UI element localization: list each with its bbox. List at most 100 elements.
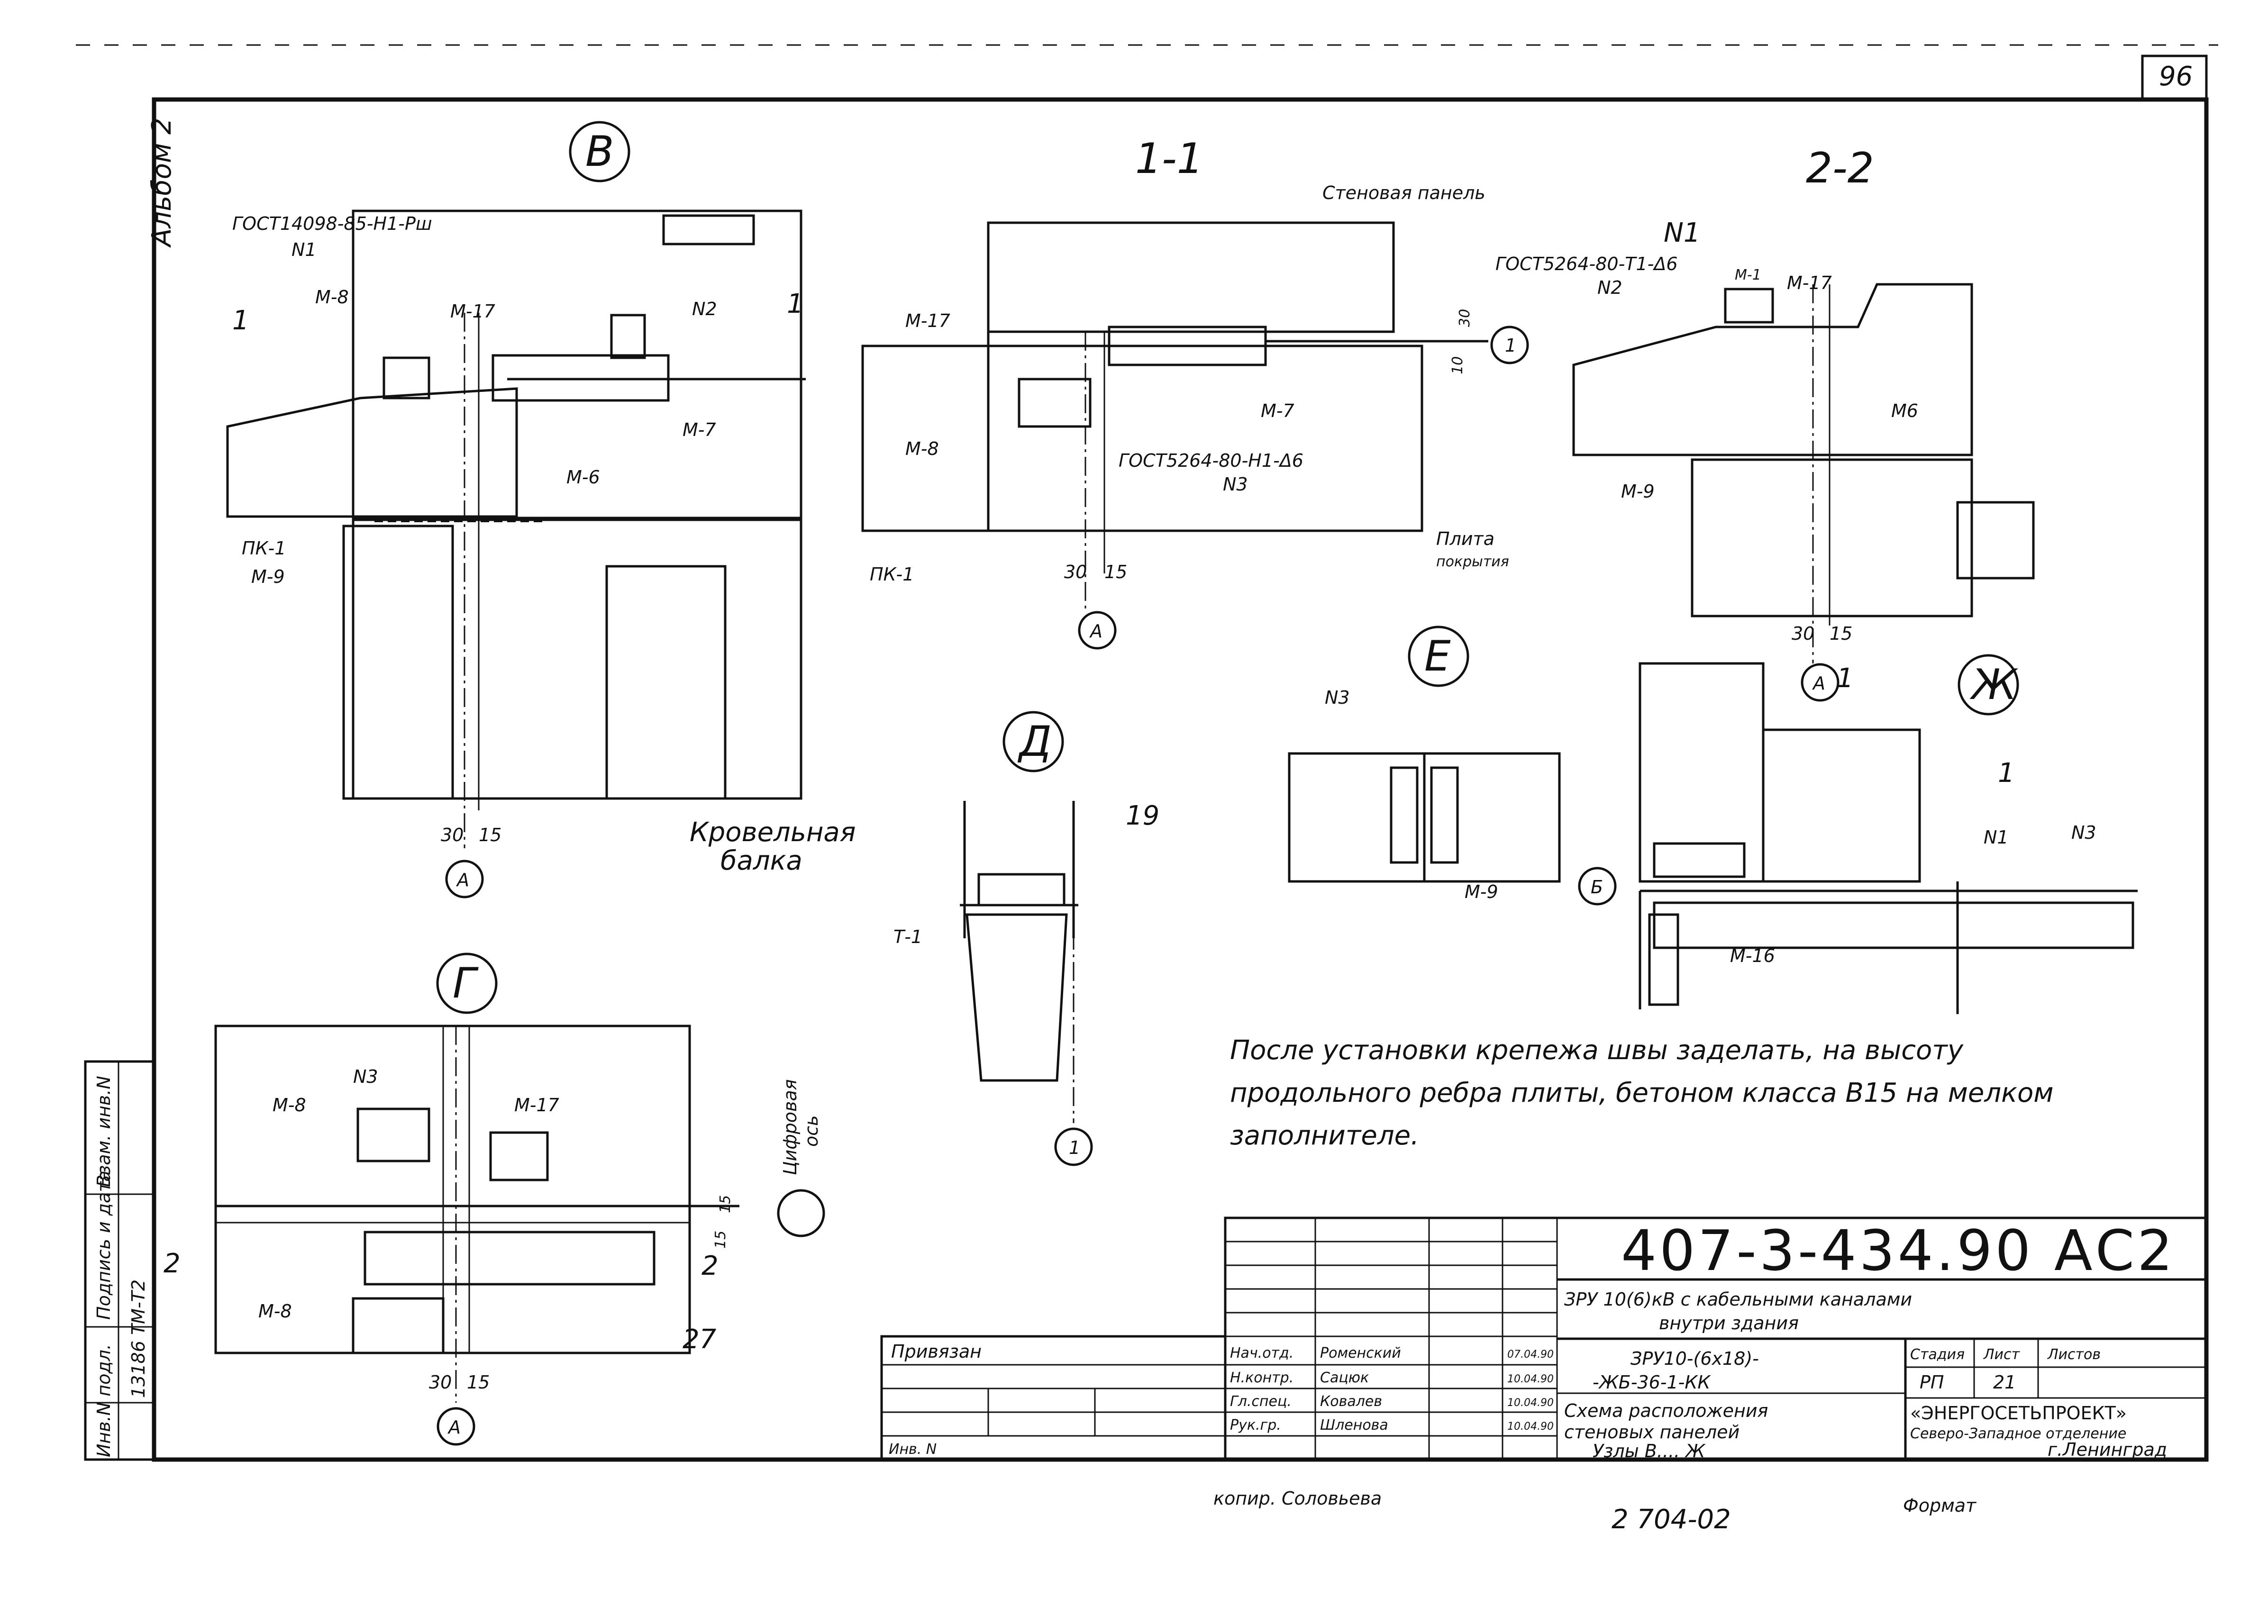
detail-v: [226, 121, 806, 898]
section-11-slab-1: Плита: [1436, 528, 1494, 549]
note-line-2: продольного ребра плиты, бетоном класса …: [1230, 1078, 2053, 1108]
section-11: [861, 221, 1529, 650]
detail-v-m9: М-9: [251, 566, 285, 587]
detail-zh: [1578, 654, 2138, 1014]
staff-name-1: Сацюк: [1320, 1370, 1369, 1386]
section-11-wall-panel: Стеновая панель: [1322, 182, 1485, 203]
detail-g-m8-top: М-8: [273, 1095, 306, 1116]
section-11-gost-2: N3: [1223, 474, 1248, 495]
staff-date-1: 10.04.90: [1507, 1373, 1554, 1385]
detail-zh-1b: 1: [1998, 758, 2015, 789]
title-sheet-label: Лист: [1983, 1346, 2021, 1363]
section-22-dim-a: 30: [1792, 623, 1814, 644]
title-org-3: г.Ленинград: [2048, 1439, 2167, 1460]
detail-g-dim-a: 30: [429, 1372, 452, 1393]
detail-d-t1: Т-1: [893, 926, 922, 947]
detail-zh-axis-b: Б: [1591, 877, 1603, 898]
section-22-dim-b: 15: [1830, 623, 1852, 644]
section-11-gost-1: ГОСТ5264-80-Н1-Δ6: [1119, 450, 1303, 471]
staff-date-2: 10.04.90: [1507, 1397, 1554, 1409]
detail-v-marker: [569, 121, 630, 182]
side-stamp-replace: Взам. инв.N: [93, 1076, 114, 1187]
title-sheet-number: 21: [1993, 1372, 2016, 1393]
title-object-1: ЗРУ10-(6х18)-: [1630, 1348, 1759, 1369]
detail-zh-m16: М-16: [1730, 945, 1775, 966]
detail-g-dim-b: 15: [467, 1372, 490, 1393]
detail-e-n3: N3: [1325, 687, 1350, 708]
detail-v-beam-1: Кровельная: [690, 817, 856, 848]
detail-e-mark: Е: [1424, 632, 1451, 680]
section-11-axis: А: [1089, 621, 1102, 642]
title-object-2: -ЖБ-36-1-КК: [1593, 1372, 1711, 1393]
staff-name-2: Ковалев: [1320, 1393, 1382, 1410]
title-inv-label: Инв. N: [889, 1441, 937, 1458]
copied-by: копир. Соловьева: [1213, 1488, 1382, 1509]
section-22-title: 2-2: [1806, 144, 1874, 192]
section-11-slab-2: покрытия: [1436, 553, 1509, 570]
title-stage-label: Стадия: [1910, 1346, 1965, 1363]
detail-zh-mark: Ж: [1969, 660, 2018, 709]
detail-d: [960, 711, 1093, 1166]
detail-e: [1288, 626, 1561, 883]
side-stamp-inv-value: 13186 ТМ-Т2: [128, 1279, 149, 1398]
detail-v-m7: М-7: [683, 419, 716, 440]
detail-v-m17: М-17: [450, 301, 495, 322]
side-stamp-signature: Подпись и дата: [93, 1170, 114, 1320]
detail-v-beam-2: балка: [720, 845, 802, 876]
section-11-dim-b: 15: [1104, 562, 1127, 582]
section-22-gost-2: N2: [1597, 277, 1622, 298]
side-stamp: [84, 1060, 155, 1461]
detail-g-section-right: 2: [701, 1251, 719, 1281]
detail-g-axis-digit-1: Цифровая: [780, 1079, 801, 1175]
section-11-pk1: ПК-1: [870, 564, 914, 585]
title-sheet-3: Узлы В.... Ж: [1593, 1441, 1706, 1461]
section-11-m17: М-17: [905, 310, 950, 331]
detail-e-m9: М-9: [1465, 881, 1498, 902]
detail-v-gost-1: ГОСТ14098-85-Н1-Рш: [232, 213, 432, 234]
detail-d-axis-1: 1: [1069, 1137, 1080, 1158]
staff-name-3: Шленова: [1320, 1417, 1388, 1433]
title-project-1: ЗРУ 10(6)кВ с кабельными каналами: [1564, 1289, 1912, 1310]
section-22-axis: А: [1812, 673, 1825, 694]
staff-date-0: 07.04.90: [1507, 1349, 1554, 1361]
section-11-m7: М-7: [1261, 400, 1294, 421]
detail-d-mark: Д: [1017, 717, 1052, 766]
section-22-n1: N1: [1664, 218, 1701, 248]
side-stamp-inv: Инв.N подл.: [93, 1344, 114, 1457]
staff-role-0: Нач.отд.: [1230, 1345, 1293, 1361]
section-22-gost-1: ГОСТ5264-80-Т1-Δ6: [1495, 254, 1678, 274]
format-label: Формат: [1903, 1495, 1977, 1516]
detail-g-dim-15a: 15: [717, 1195, 734, 1213]
detail-v-gost-2: N1: [291, 239, 317, 260]
detail-d-marker: [1002, 711, 1064, 772]
detail-v-m8: М-8: [315, 287, 349, 308]
staff-date-3: 10.04.90: [1507, 1421, 1554, 1433]
title-code: 407-3-434.90 АС2: [1621, 1218, 2176, 1283]
section-11-title: 1-1: [1135, 134, 1203, 183]
detail-zh-n1: N1: [1984, 827, 2009, 848]
section-11-dim-30: 30: [1457, 309, 1473, 327]
title-bound-label: Привязан: [891, 1341, 982, 1362]
page-number: 96: [2159, 61, 2193, 92]
detail-g-axis-digit-2: ось: [801, 1115, 822, 1147]
detail-g-mark: Г: [453, 959, 479, 1007]
section-22-m6: М6: [1891, 400, 1918, 421]
detail-d-19: 19: [1126, 800, 1159, 831]
title-sheet-1: Схема расположения: [1564, 1400, 1768, 1421]
detail-g-section-left: 2: [164, 1248, 181, 1279]
album-label: Альбом 2: [146, 118, 177, 248]
section-11-axis-1: 1: [1505, 335, 1516, 356]
title-sheet-2: стеновых панелей: [1564, 1422, 1740, 1443]
detail-v-section-left: 1: [232, 305, 249, 336]
detail-zh-1a: 1: [1837, 663, 1854, 694]
detail-g-marker: [436, 953, 498, 1014]
detail-g-27: 27: [683, 1324, 717, 1355]
title-org-2: Северо-Западное отделение: [1910, 1425, 2126, 1442]
detail-g: [214, 953, 825, 1446]
detail-v-mark: В: [585, 127, 614, 176]
section-22: [1572, 283, 2035, 702]
detail-v-m6: М-6: [566, 467, 600, 488]
title-block: [880, 1216, 2208, 1461]
note-line-1: После установки крепежа швы заделать, на…: [1230, 1035, 1964, 1066]
